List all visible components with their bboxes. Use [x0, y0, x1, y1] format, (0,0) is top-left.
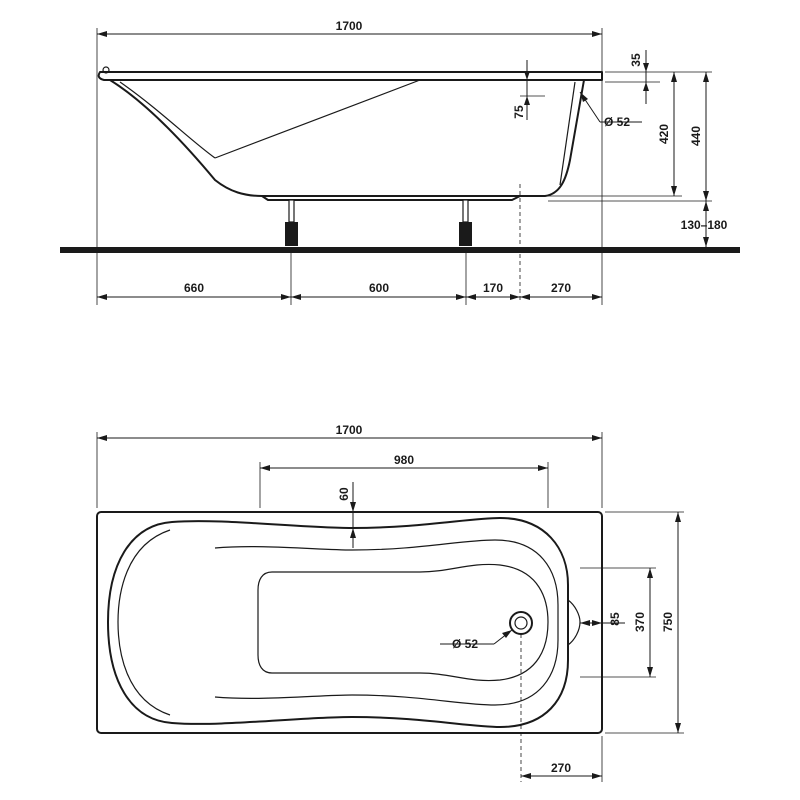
- label-drain-diameter-side: Ø 52: [604, 115, 630, 129]
- dim-total-height: 440: [689, 126, 703, 146]
- leg-left: [285, 199, 298, 246]
- dim-overflow-offset: 85: [608, 612, 622, 626]
- tub-rim-side: [97, 71, 603, 81]
- rim-corner-mark: [102, 66, 110, 74]
- dim-leg-to-drain: 170: [483, 281, 503, 295]
- basin-inner-ledge: [117, 529, 171, 716]
- basin-flat-bottom: [257, 563, 549, 682]
- dim-rim-thickness: 35: [629, 53, 643, 67]
- top-view: 1700 980 60 85 370 750 Ø 52: [96, 423, 684, 782]
- drain-outer-ring: [509, 611, 533, 635]
- dim-total-length-side: 1700: [336, 19, 363, 33]
- tub-base-side: [261, 195, 521, 201]
- side-view: 1700 35 75 Ø 52 420 440 130–180: [60, 19, 740, 305]
- dim-total-width: 750: [661, 612, 675, 632]
- overflow-notch: [567, 599, 581, 646]
- dim-rim-offset: 60: [337, 487, 351, 501]
- backrest-line: [214, 79, 421, 159]
- dim-leg-height: 130–180: [681, 218, 728, 232]
- inner-end-wall: [559, 81, 576, 186]
- drain-inner-ring: [514, 616, 528, 630]
- tub-body-side: [109, 79, 585, 197]
- dim-leg-spacing: 600: [369, 281, 389, 295]
- dim-inner-depth: 420: [657, 124, 671, 144]
- dim-inner-width: 370: [633, 612, 647, 632]
- dim-drain-to-end-top: 270: [551, 761, 571, 775]
- tub-rim-top: [96, 511, 603, 734]
- dim-head-to-leg: 660: [184, 281, 204, 295]
- dim-total-length-top: 1700: [336, 423, 363, 437]
- label-drain-diameter-top: Ø 52: [452, 637, 478, 651]
- dim-drain-to-end-side: 270: [551, 281, 571, 295]
- inner-back-curve: [119, 81, 216, 159]
- leg-right: [459, 199, 472, 246]
- basin-inner-rim: [214, 539, 559, 706]
- dim-inner-flat-length: 980: [394, 453, 414, 467]
- basin-outline: [107, 517, 569, 728]
- dim-drain-drop: 75: [512, 105, 526, 119]
- floor-line: [60, 247, 740, 253]
